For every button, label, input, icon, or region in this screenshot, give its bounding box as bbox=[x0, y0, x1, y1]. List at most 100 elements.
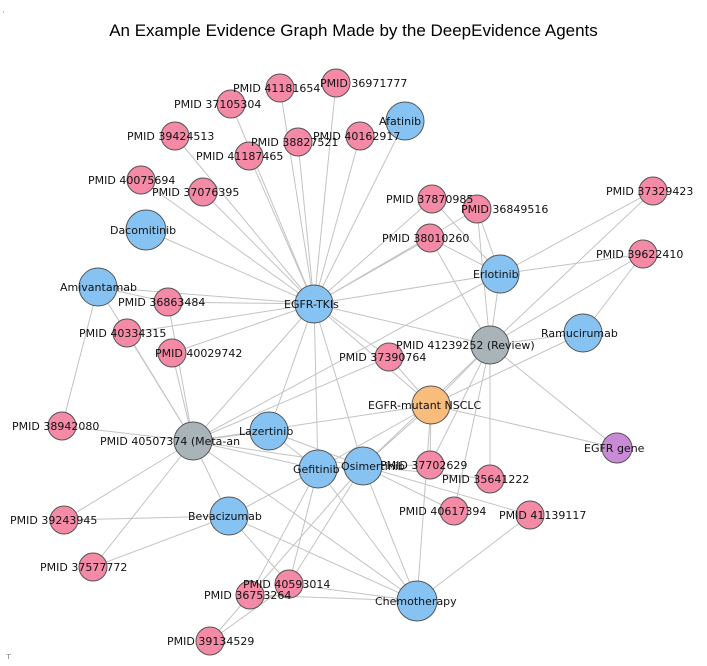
node-egfr-gene[interactable] bbox=[601, 432, 633, 464]
node-circle-pmid-37870985[interactable] bbox=[417, 184, 447, 214]
node-pmid-37105304[interactable] bbox=[216, 89, 246, 119]
node-pmid-36753264[interactable] bbox=[235, 580, 265, 610]
node-circle-pmid-36863484[interactable] bbox=[153, 287, 183, 317]
node-pmid-39243945[interactable] bbox=[49, 505, 79, 535]
node-pmid-35641222[interactable] bbox=[475, 464, 505, 494]
node-circle-pmid-40593014[interactable] bbox=[274, 569, 304, 599]
node-pmid-36863484[interactable] bbox=[153, 287, 183, 317]
node-egfr-tkis[interactable] bbox=[294, 284, 334, 324]
node-circle-pmid-40334315[interactable] bbox=[112, 318, 142, 348]
node-circle-pmid-41181654[interactable] bbox=[265, 73, 295, 103]
node-circle-egfr-gene[interactable] bbox=[601, 432, 633, 464]
node-pmid-41239252[interactable] bbox=[470, 325, 510, 365]
node-pmid-39424513[interactable] bbox=[160, 121, 190, 151]
corner-mark-top-left: · bbox=[2, 8, 5, 18]
node-pmid-41139117[interactable] bbox=[515, 500, 545, 530]
node-circle-pmid-41187465[interactable] bbox=[234, 141, 264, 171]
node-pmid-38010260[interactable] bbox=[415, 223, 445, 253]
node-circle-pmid-36849516[interactable] bbox=[462, 194, 492, 224]
node-circle-pmid-40162917[interactable] bbox=[345, 121, 375, 151]
node-circle-pmid-39243945[interactable] bbox=[49, 505, 79, 535]
node-pmid-40162917[interactable] bbox=[345, 121, 375, 151]
node-pmid-37870985[interactable] bbox=[417, 184, 447, 214]
node-pmid-37702629[interactable] bbox=[415, 450, 445, 480]
node-circle-pmid-36971777[interactable] bbox=[321, 68, 351, 98]
node-circle-gefitinib[interactable] bbox=[298, 449, 338, 489]
node-circle-pmid-37076395[interactable] bbox=[188, 177, 218, 207]
node-afatinib[interactable] bbox=[385, 101, 425, 141]
node-circle-pmid-41239252[interactable] bbox=[470, 325, 510, 365]
edge-gefitinib-pmid-36753264 bbox=[249, 468, 319, 596]
node-pmid-40334315[interactable] bbox=[112, 318, 142, 348]
node-circle-pmid-37105304[interactable] bbox=[216, 89, 246, 119]
node-circle-pmid-36753264[interactable] bbox=[235, 580, 265, 610]
node-pmid-39622410[interactable] bbox=[628, 239, 658, 269]
node-pmid-40507374[interactable] bbox=[173, 421, 213, 461]
node-pmid-36971777[interactable] bbox=[321, 68, 351, 98]
node-circle-pmid-39424513[interactable] bbox=[160, 121, 190, 151]
node-circle-ramucirumab[interactable] bbox=[563, 313, 603, 353]
node-circle-pmid-40507374[interactable] bbox=[173, 421, 213, 461]
edge-egfr-tkis-pmid-40162917 bbox=[313, 135, 361, 305]
node-pmid-36849516[interactable] bbox=[462, 194, 492, 224]
node-circle-pmid-38827521[interactable] bbox=[283, 127, 313, 157]
node-label-pmid-37329423: PMID 37329423 bbox=[606, 185, 693, 198]
node-lazertinib[interactable] bbox=[249, 411, 289, 451]
node-pmid-37329423[interactable] bbox=[638, 176, 668, 206]
node-circle-bevacizumab[interactable] bbox=[209, 496, 249, 536]
node-pmid-39134529[interactable] bbox=[195, 626, 225, 656]
node-circle-pmid-37329423[interactable] bbox=[638, 176, 668, 206]
node-pmid-41181654[interactable] bbox=[265, 73, 295, 103]
node-circle-pmid-38010260[interactable] bbox=[415, 223, 445, 253]
node-circle-pmid-37390764[interactable] bbox=[374, 342, 404, 372]
edge-egfr-tkis-pmid-40507374 bbox=[192, 303, 315, 442]
node-circle-pmid-37577772[interactable] bbox=[78, 552, 108, 582]
node-osimertinib[interactable] bbox=[343, 446, 383, 486]
node-label-pmid-38010260: PMID 38010260 bbox=[382, 232, 469, 245]
node-ramucirumab[interactable] bbox=[563, 313, 603, 353]
node-pmid-40075694[interactable] bbox=[126, 165, 156, 195]
node-pmid-40593014[interactable] bbox=[274, 569, 304, 599]
edge-layer bbox=[61, 82, 654, 642]
node-pmid-38942080[interactable] bbox=[47, 411, 77, 441]
edge-pmid-41239252-pmid-37329423 bbox=[489, 190, 654, 346]
node-circle-osimertinib[interactable] bbox=[343, 446, 383, 486]
node-label-afatinib: Afatinib bbox=[379, 115, 421, 128]
node-circle-egfr-mutant-nsclc[interactable] bbox=[411, 385, 451, 425]
node-pmid-37076395[interactable] bbox=[188, 177, 218, 207]
node-pmid-40029742[interactable] bbox=[157, 338, 187, 368]
node-label-pmid-39243945: PMID 39243945 bbox=[10, 514, 97, 527]
node-chemotherapy[interactable] bbox=[396, 580, 438, 622]
node-dacomitinib[interactable] bbox=[125, 209, 167, 251]
node-circle-pmid-37702629[interactable] bbox=[415, 450, 445, 480]
node-circle-pmid-40029742[interactable] bbox=[157, 338, 187, 368]
node-amivantamab[interactable] bbox=[78, 267, 118, 307]
node-pmid-38827521[interactable] bbox=[283, 127, 313, 157]
node-circle-pmid-39622410[interactable] bbox=[628, 239, 658, 269]
node-circle-egfr-tkis[interactable] bbox=[294, 284, 334, 324]
node-bevacizumab[interactable] bbox=[209, 496, 249, 536]
node-gefitinib[interactable] bbox=[298, 449, 338, 489]
node-egfr-mutant-nsclc[interactable] bbox=[411, 385, 451, 425]
node-circle-pmid-39134529[interactable] bbox=[195, 626, 225, 656]
node-pmid-41187465[interactable] bbox=[234, 141, 264, 171]
node-label-pmid-37702629: PMID 37702629 bbox=[380, 459, 467, 472]
node-erlotinib[interactable] bbox=[480, 254, 520, 294]
node-circle-pmid-35641222[interactable] bbox=[475, 464, 505, 494]
edge-egfr-tkis-pmid-36863484 bbox=[167, 301, 315, 305]
node-pmid-40617394[interactable] bbox=[439, 496, 469, 526]
node-circle-pmid-40617394[interactable] bbox=[439, 496, 469, 526]
node-label-pmid-38827521: PMID 38827521 bbox=[251, 136, 338, 149]
node-circle-dacomitinib[interactable] bbox=[125, 209, 167, 251]
node-circle-erlotinib[interactable] bbox=[480, 254, 520, 294]
node-pmid-37390764[interactable] bbox=[374, 342, 404, 372]
node-circle-afatinib[interactable] bbox=[385, 101, 425, 141]
node-circle-amivantamab[interactable] bbox=[78, 267, 118, 307]
node-label-pmid-40029742: PMID 40029742 bbox=[155, 347, 242, 360]
node-pmid-37577772[interactable] bbox=[78, 552, 108, 582]
node-circle-pmid-40075694[interactable] bbox=[126, 165, 156, 195]
node-circle-pmid-38942080[interactable] bbox=[47, 411, 77, 441]
node-circle-lazertinib[interactable] bbox=[249, 411, 289, 451]
node-circle-chemotherapy[interactable] bbox=[396, 580, 438, 622]
node-circle-pmid-41139117[interactable] bbox=[515, 500, 545, 530]
